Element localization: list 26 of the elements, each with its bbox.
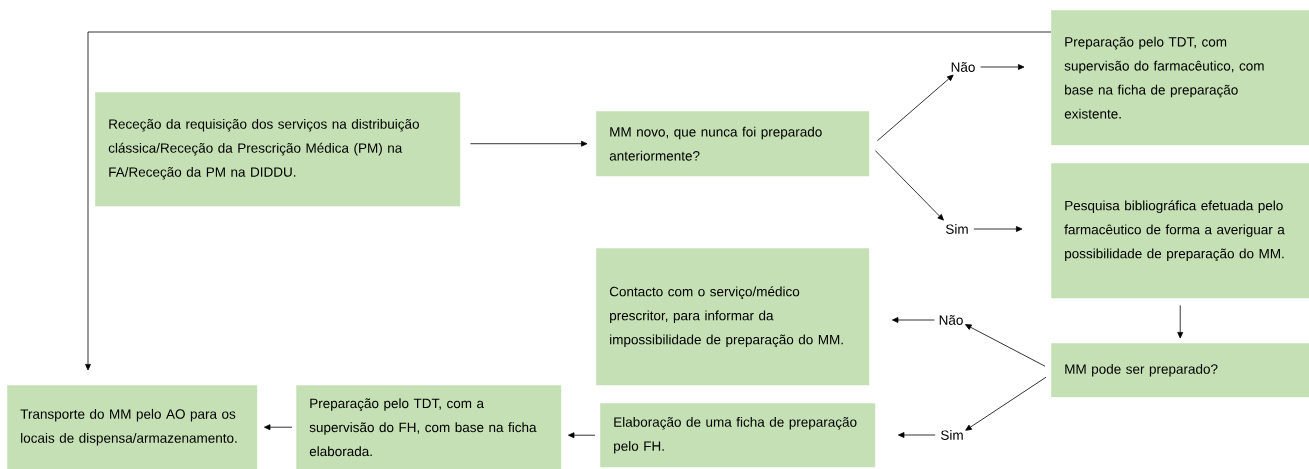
decision-box: MM novo, que nunca foi preparado anteriormente? bbox=[596, 111, 870, 177]
arrow bbox=[965, 324, 1046, 367]
process-box: Transporte do MM pelo AO para os locais de dispensa/armazenamento. bbox=[7, 385, 258, 469]
arrow bbox=[898, 432, 936, 438]
arrow bbox=[892, 317, 935, 323]
process-box: Pesquisa bibliográfica efetuada pelo farmacêutico de forma a averiguar a possibilidade de preparação do MM. bbox=[1051, 163, 1309, 299]
process-box: Preparação pelo TDT, com a supervisão do FH, com base na ficha elaborada. bbox=[296, 385, 562, 469]
arrow bbox=[875, 150, 944, 221]
arrow bbox=[877, 74, 954, 142]
decision-box: MM pode ser preparado? bbox=[1051, 343, 1309, 398]
process-box: Preparação pelo TDT, com supervisão do farmacêutico, com base na ficha de preparação existente. bbox=[1051, 10, 1309, 146]
arrow bbox=[980, 64, 1025, 70]
arrow bbox=[85, 31, 1052, 371]
arrow bbox=[264, 424, 293, 431]
branch-label: Sim bbox=[946, 224, 968, 234]
branch-label: Não bbox=[939, 315, 963, 325]
arrow bbox=[568, 432, 596, 439]
process-box: Receção da requisição dos serviços na distribuição clássica/Receção da Prescrição Médica (PM) na FA/Receção da PM na DIDDU. bbox=[95, 92, 461, 207]
arrow bbox=[470, 140, 588, 147]
process-box: Elaboração de uma ficha de preparação pelo FH. bbox=[600, 403, 876, 468]
branch-label: Não bbox=[951, 62, 975, 72]
arrow bbox=[1177, 305, 1184, 339]
arrow bbox=[965, 376, 1047, 431]
branch-label: Sim bbox=[941, 430, 963, 440]
arrow bbox=[973, 226, 1023, 232]
process-box: Contacto com o serviço/médico prescritor, para informar da impossibilidade de preparação do MM. bbox=[596, 248, 870, 386]
